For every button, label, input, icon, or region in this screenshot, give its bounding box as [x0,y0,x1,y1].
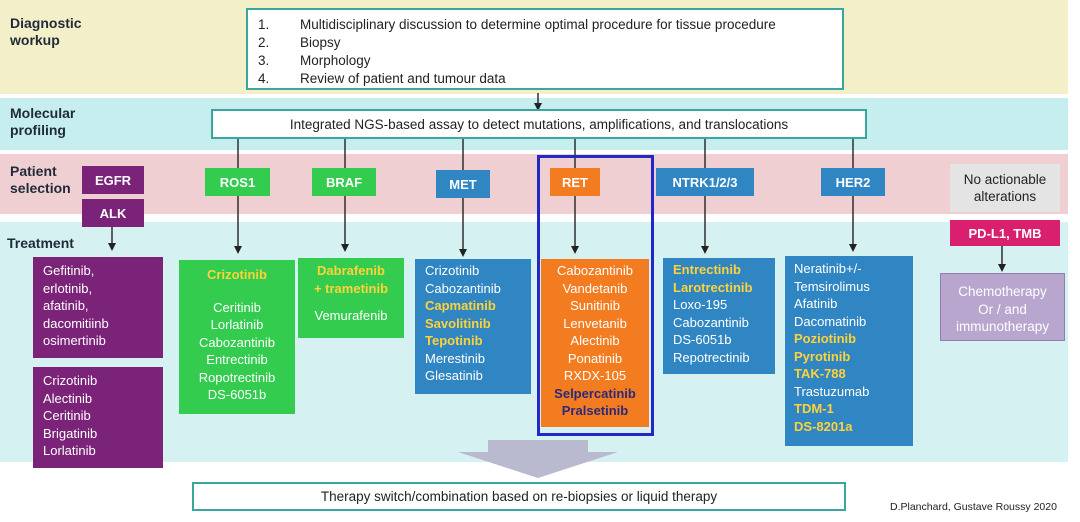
ngs-assay-box: Integrated NGS-based assay to detect mut… [211,109,867,139]
target-braf: BRAF [312,168,376,196]
drug-item: Ceritinib [43,408,91,423]
ret-drugs-box: Cabozantinib Vandetanib Sunitinib Lenvet… [541,259,649,427]
drug-item-highlight: Larotrectinib [673,279,753,295]
workup-step: 4.Review of patient and tumour data [258,71,506,86]
drug-item-highlight: Pyrotinib [794,348,851,364]
drug-item: Vandetanib [562,280,628,296]
drug-item-highlight: Crizotinib [207,267,267,282]
alk-drugs-box: Crizotinib Alectinib Ceritinib Brigatini… [33,367,163,468]
drug-item: Brigatinib [43,425,98,441]
credit-text: D.Planchard, Gustave Roussy 2020 [890,501,1057,513]
drug-item: Lorlatinib [43,443,96,458]
drug-item: Crizotinib [425,263,480,278]
drug-item: Repotrectinib [673,349,750,365]
drug-item: Cabozantinib [199,334,275,350]
target-her2: HER2 [821,168,885,196]
drug-item: Trastuzumab [794,383,870,399]
drug-item: Cabozantinib [425,280,501,296]
drug-item: Merestinib [425,350,485,366]
drug-item: osimertinib [43,333,106,348]
drug-item: Alectinib [570,333,620,348]
drug-item: Cabozantinib [557,263,633,278]
chemo-immuno-box: Chemotherapy Or / and immunotherapy [940,273,1065,341]
drug-item: Sunitinib [570,298,620,313]
drug-item: Entrectinib [206,352,268,367]
drug-item: Or / and [978,301,1027,317]
target-pdl1-tmb: PD-L1, TMB [950,220,1060,246]
down-arrow-shape [458,440,618,478]
target-egfr: EGFR [82,166,144,194]
drug-item: Crizotinib [43,373,98,388]
drug-item: Lorlatinib [210,317,264,332]
ntrk-drugs-box: Entrectinib Larotrectinib Loxo-195 Caboz… [663,258,775,374]
drug-item: Ceritinib [213,299,261,315]
drug-item: Gefitinib, [43,263,95,278]
ret-highlight-frame [537,155,654,436]
drug-item: Cabozantinib [673,314,749,330]
target-met: MET [436,170,490,198]
drug-item: Alectinib [43,390,93,406]
workup-step: 3.Morphology [258,53,371,68]
drug-item: afatinib, [43,298,89,313]
met-drugs-box: Crizotinib Cabozantinib Capmatinib Savol… [415,259,531,394]
ros1-drugs-box: Crizotinib Ceritinib Lorlatinib Cabozant… [179,260,295,414]
drug-item-highlight: TDM-1 [794,401,834,416]
drug-item-highlight: + trametinib [313,280,389,296]
band-label-diagnostic: Diagnostic workup [10,15,82,48]
drug-item: erlotinib, [43,280,93,296]
drug-item: Dacomatinib [794,313,867,329]
drug-item-highlight: Tepotinib [425,333,483,348]
band-label-patient: Patient selection [10,163,71,196]
target-alk: ALK [82,199,144,227]
target-ntrk: NTRK1/2/3 [656,168,754,196]
drug-item-highlight: Poziotinib [794,331,857,346]
target-ros1: ROS1 [205,168,270,196]
band-label-molecular: Molecular profiling [10,105,76,138]
drug-item: RXDX-105 [563,368,627,383]
band-label-treatment: Treatment [7,235,74,251]
drug-item: DS-6051b [207,387,267,402]
drug-item: Glesatinib [425,368,483,383]
drug-item: immunotherapy [955,319,1050,334]
drug-item: Chemotherapy [958,284,1047,299]
her2-drugs-box: Neratinib+/- Temsirolimus Afatinib Dacom… [785,256,913,446]
patient-band [0,154,1068,214]
drug-item: Ropotrectinib [198,369,276,385]
drug-item-highlight: Capmatinib [425,298,496,313]
workup-step: 1.Multidisciplinary discussion to determ… [258,17,776,32]
drug-item-highlight: Selpercatinib [554,385,636,401]
drug-item-highlight: DS-8201a [794,418,853,434]
target-no-actionable: No actionable alterations [950,164,1060,212]
drug-item: Loxo-195 [673,297,728,312]
workup-steps-box: 1.Multidisciplinary discussion to determ… [246,8,844,90]
drug-item: Ponatinib [567,350,623,366]
drug-item: Neratinib+/- [794,261,862,276]
drug-item-highlight: Dabrafenib [317,263,385,278]
drug-item-highlight: Entrectinib [673,262,741,277]
egfr-drugs-box: Gefitinib, erlotinib, afatinib, dacomiti… [33,257,163,358]
drug-item: Temsirolimus [794,278,870,294]
drug-item: Afatinib [794,296,838,311]
drug-item-highlight: Savolitinib [425,315,491,331]
drug-item: dacomitiinb [43,315,109,331]
braf-drugs-box: Dabrafenib + trametinib Vemurafenib [298,258,404,338]
target-ret: RET [550,168,600,196]
therapy-switch-box: Therapy switch/combination based on re-b… [192,482,846,511]
drug-item: Vemurafenib [314,308,388,323]
workup-step: 2.Biopsy [258,35,341,50]
drug-item: DS-6051b [673,332,732,347]
drug-item-highlight: Pralsetinib [561,403,629,418]
drug-item-highlight: TAK-788 [794,366,846,381]
drug-item: Lenvetanib [563,315,627,331]
